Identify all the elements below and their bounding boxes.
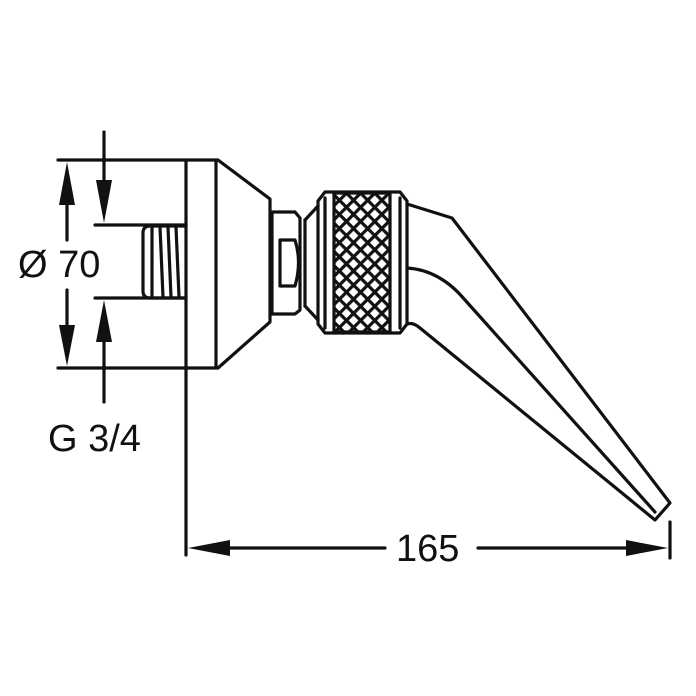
arrowhead-thread-bottom: [96, 300, 112, 342]
thread-dimension: [93, 130, 188, 404]
swivel-neck: [270, 204, 320, 322]
arrowhead-dia-top: [59, 162, 75, 205]
thread-label: G 3/4: [48, 418, 141, 460]
arrowhead-length-left: [188, 540, 230, 556]
arrowhead-length-right: [626, 540, 668, 556]
spout: [405, 202, 672, 522]
diameter-label: Ø 70: [18, 244, 101, 286]
arrowhead-dia-bottom: [59, 325, 75, 366]
length-label: 165: [392, 530, 464, 568]
thread-connector: [141, 224, 188, 300]
escutcheon-body: [184, 158, 272, 370]
length-dimension: [223, 520, 672, 560]
knurled-nut: [316, 190, 409, 335]
diameter-dimension: [56, 158, 188, 370]
arrowhead-thread-top: [96, 180, 112, 223]
